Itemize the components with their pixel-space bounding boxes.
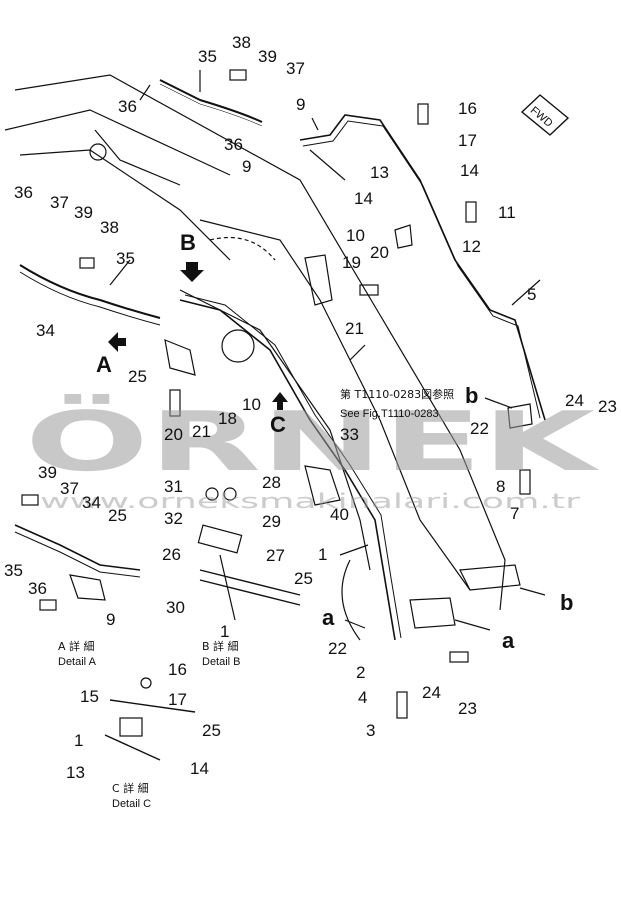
part-number-label: 14 (354, 189, 373, 208)
callout-a-left: a (322, 605, 335, 630)
part-number-label: 20 (164, 425, 183, 444)
part-number-label: 36 (118, 97, 137, 116)
part-number-label: 1 (220, 622, 229, 641)
part-number-label: 38 (232, 33, 251, 52)
part-number-label: 36 (224, 135, 243, 154)
part-number-label: 14 (460, 161, 479, 180)
part-number-label: 17 (168, 690, 187, 709)
part-number-label: 13 (66, 763, 85, 782)
part-number-label: 7 (510, 504, 519, 523)
part-number-label: 10 (346, 226, 365, 245)
part-number-label: 33 (340, 425, 359, 444)
part-number-label: 8 (496, 477, 505, 496)
callout-A: A (96, 352, 112, 377)
part-number-label: 39 (38, 463, 57, 482)
part-number-label: 35 (198, 47, 217, 66)
part-number-label: 2 (356, 663, 365, 682)
part-number-label: 31 (164, 477, 183, 496)
part-number-label: 22 (328, 639, 347, 658)
part-number-label: 23 (598, 397, 617, 416)
part-labels: 3839353736369916171413141112102019215363… (4, 33, 617, 782)
detail-A-en: Detail A (58, 656, 97, 668)
callout-a-right: a (502, 628, 515, 653)
part-number-label: 39 (74, 203, 93, 222)
part-number-label: 29 (262, 512, 281, 531)
part-number-label: 32 (164, 509, 183, 528)
watermark-brand: ÖRNEK (25, 394, 601, 490)
part-number-label: 30 (166, 598, 185, 617)
part-number-label: 9 (106, 610, 115, 629)
part-number-label: 28 (262, 473, 281, 492)
callout-letters: B A C a a b b (96, 230, 573, 653)
see-fig-note: 第 T1110-0283図参照 See Fig.T1110-0283 (340, 387, 454, 420)
detail-C-en: Detail C (112, 798, 151, 810)
watermark: ÖRNEK www.orneksmakinalari.com.tr (25, 394, 601, 513)
part-number-label: 19 (342, 253, 361, 272)
part-number-label: 35 (4, 561, 23, 580)
line-art (4, 69, 546, 761)
part-number-label: 40 (330, 505, 349, 524)
arrow-A-icon (108, 332, 126, 352)
part-number-label: 35 (116, 249, 135, 268)
part-number-label: 17 (458, 131, 477, 150)
part-number-label: 34 (82, 493, 101, 512)
part-number-label: 14 (190, 759, 209, 778)
detail-A-jp: A 詳 細 (58, 639, 95, 653)
part-number-label: 23 (458, 699, 477, 718)
watermark-url: www.orneksmakinalari.com.tr (40, 489, 581, 513)
detail-C-jp: C 詳 細 (112, 781, 149, 795)
part-number-label: 37 (60, 479, 79, 498)
part-number-label: 4 (358, 688, 367, 707)
part-number-label: 36 (28, 579, 47, 598)
part-number-label: 20 (370, 243, 389, 262)
part-number-label: 15 (80, 687, 99, 706)
part-number-label: 5 (527, 285, 536, 304)
part-number-label: 12 (462, 237, 481, 256)
part-number-label: 27 (266, 546, 285, 565)
part-number-label: 3 (366, 721, 375, 740)
callout-B: B (180, 230, 196, 255)
part-number-label: 24 (422, 683, 441, 702)
detail-captions: A 詳 細 Detail A B 詳 細 Detail B C 詳 細 Deta… (58, 639, 241, 810)
part-number-label: 26 (162, 545, 181, 564)
part-number-label: 22 (470, 419, 489, 438)
arrow-C-icon (272, 392, 288, 410)
part-number-label: 13 (370, 163, 389, 182)
detail-B-en: Detail B (202, 656, 241, 668)
part-number-label: 24 (565, 391, 584, 410)
part-number-label: 36 (14, 183, 33, 202)
see-fig-jp: 第 T1110-0283図参照 (340, 387, 454, 401)
callout-b-top: b (465, 383, 478, 408)
detail-B-jp: B 詳 細 (202, 639, 239, 653)
part-number-label: 1 (318, 545, 327, 564)
part-number-label: 39 (258, 47, 277, 66)
part-number-label: 16 (168, 660, 187, 679)
arrow-B-icon (180, 262, 204, 282)
part-number-label: 16 (458, 99, 477, 118)
part-number-label: 21 (345, 319, 364, 338)
part-number-label: 25 (128, 367, 147, 386)
part-number-label: 10 (242, 395, 261, 414)
part-number-label: 18 (218, 409, 237, 428)
callout-C: C (270, 412, 286, 437)
part-number-label: 34 (36, 321, 55, 340)
part-number-label: 37 (50, 193, 69, 212)
part-number-label: 25 (294, 569, 313, 588)
part-number-label: 38 (100, 218, 119, 237)
part-number-label: 9 (296, 95, 305, 114)
part-number-label: 37 (286, 59, 305, 78)
part-number-label: 1 (74, 731, 83, 750)
part-number-label: 25 (108, 506, 127, 525)
see-fig-en: See Fig.T1110-0283 (340, 408, 439, 420)
part-number-label: 25 (202, 721, 221, 740)
part-number-label: 11 (498, 203, 516, 222)
view-arrows (108, 262, 288, 410)
part-number-label: 9 (242, 157, 251, 176)
callout-b-right: b (560, 590, 573, 615)
fwd-sign: FWD (520, 94, 570, 136)
part-number-label: 21 (192, 422, 211, 441)
